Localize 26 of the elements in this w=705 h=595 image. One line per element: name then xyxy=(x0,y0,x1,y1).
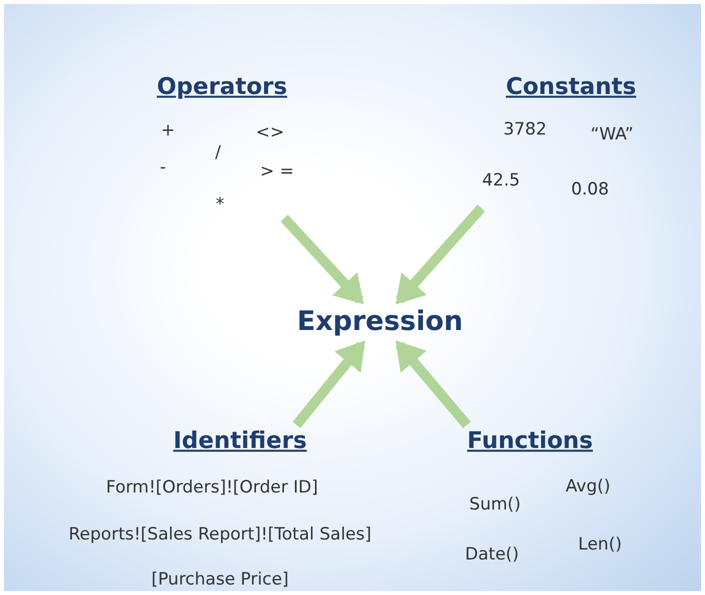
example-item: Len() xyxy=(578,533,622,556)
example-item: * xyxy=(216,193,224,216)
group-heading: Operators xyxy=(156,72,288,102)
example-item: Reports![Sales Report]![Total Sales] xyxy=(68,523,372,546)
example-item: > = xyxy=(260,160,294,184)
example-item: 3782 xyxy=(503,118,547,142)
example-item: 42.5 xyxy=(482,169,520,192)
arrow xyxy=(396,340,471,428)
example-item: “WA” xyxy=(590,123,634,146)
example-item: 0.08 xyxy=(571,178,609,202)
example-item: [Purchase Price] xyxy=(151,568,289,592)
arrow xyxy=(292,340,366,428)
arrow xyxy=(280,214,364,304)
example-item: Sum() xyxy=(469,493,521,516)
example-item: Date() xyxy=(465,543,519,566)
example-item: - xyxy=(160,156,166,180)
example-item: Form![Orders]![Order ID] xyxy=(106,476,318,500)
group-heading: Constants xyxy=(506,72,636,102)
center-label: Expression xyxy=(297,304,463,339)
example-item: / xyxy=(215,141,221,164)
group-heading: Functions xyxy=(467,426,593,456)
example-item: + xyxy=(160,119,176,142)
example-item: <> xyxy=(256,121,284,144)
example-item: Avg() xyxy=(566,475,610,498)
group-heading: Identifiers xyxy=(173,426,307,456)
arrow xyxy=(396,204,485,304)
